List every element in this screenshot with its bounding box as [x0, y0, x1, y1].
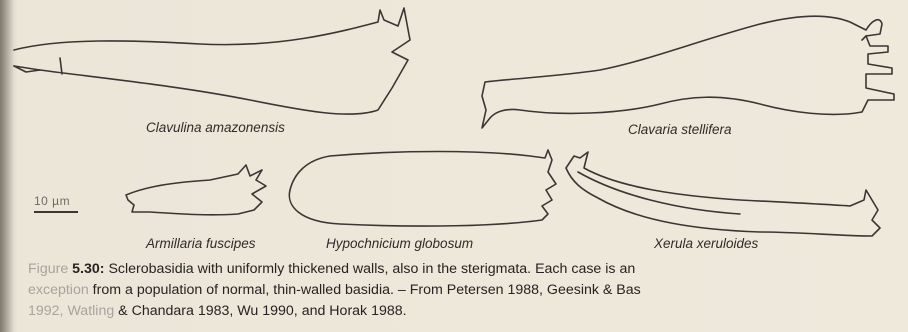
- hypochnicium-basidium-drawing: [289, 150, 556, 226]
- caption-line-3-prefix: 1992, Watling: [28, 303, 114, 319]
- clavulina-basidium-drawing: [14, 8, 410, 114]
- clavaria-basidium-drawing: [482, 16, 894, 128]
- label-xerula-xeruloides: Xerula xeruloides: [654, 236, 758, 251]
- xerula-basidium-drawing: [566, 152, 880, 236]
- caption-figure-number: 5.30:: [72, 261, 104, 277]
- figure-caption: Figure 5.30: Sclerobasidia with uniforml…: [28, 259, 900, 322]
- caption-line-3-text: & Chandara 1983, Wu 1990, and Horak 1988…: [114, 303, 406, 319]
- scale-bar-label: 10 µm: [34, 194, 70, 208]
- label-armillaria-fuscipes: Armillaria fuscipes: [146, 236, 256, 251]
- caption-line-1-prefix: Figure: [28, 261, 68, 277]
- caption-line-3: 1992, Watling & Chandara 1983, Wu 1990, …: [28, 301, 900, 322]
- label-clavulina-amazonensis: Clavulina amazonensis: [146, 120, 285, 135]
- armillaria-basidium-drawing: [126, 165, 266, 215]
- caption-line-1-text: Sclerobasidia with uniformly thickened w…: [105, 261, 636, 277]
- label-clavaria-stellifera: Clavaria stellifera: [628, 122, 732, 137]
- caption-line-2: exception from a population of normal, t…: [28, 280, 900, 301]
- caption-line-2-prefix: exception: [28, 282, 89, 298]
- caption-line-2-text: from a population of normal, thin-walled…: [89, 282, 641, 298]
- label-hypochnicium-globosum: Hypochnicium globosum: [326, 236, 473, 251]
- caption-line-1: Figure 5.30: Sclerobasidia with uniforml…: [28, 259, 900, 280]
